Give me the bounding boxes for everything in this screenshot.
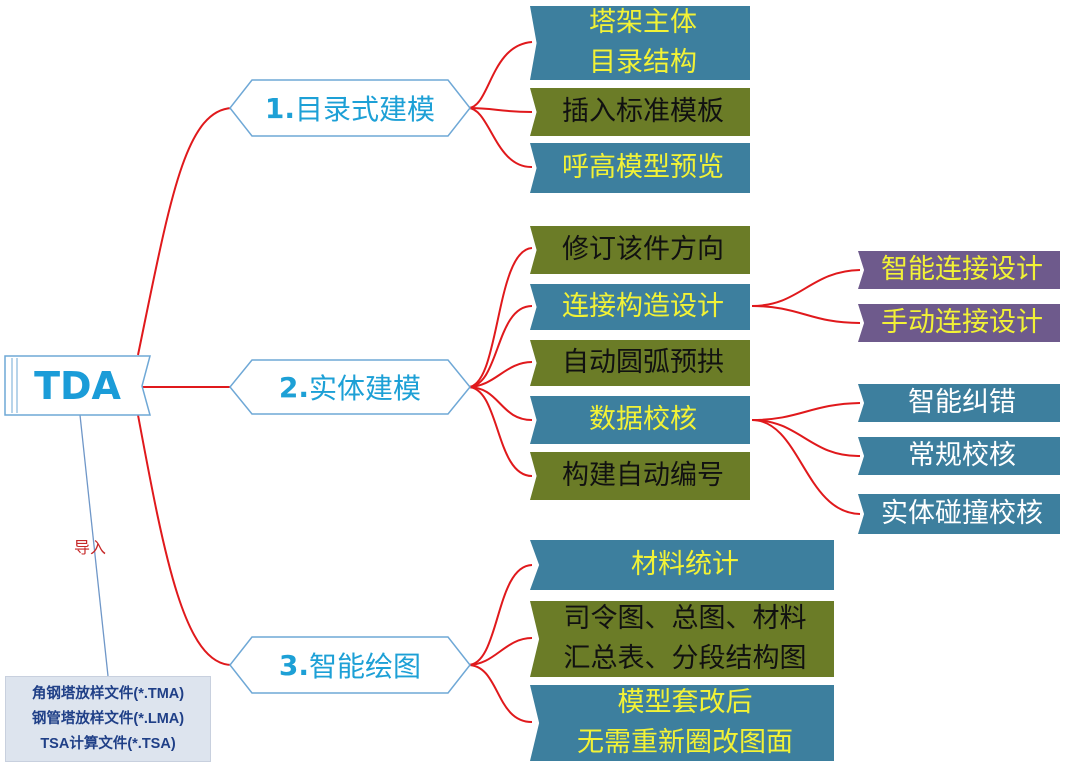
- branch-node-3[interactable]: 3.智能绘图: [235, 637, 465, 693]
- branch-num: 2.: [278, 370, 310, 404]
- branch1-hex-shape: [229, 79, 471, 137]
- topic-insert-template[interactable]: 插入标准模板: [530, 88, 750, 136]
- import-file-tsa: TSA计算文件(*.TSA): [40, 735, 176, 752]
- topic-auto-numbering[interactable]: 构建自动编号: [530, 452, 750, 500]
- import-label: 导入: [74, 538, 107, 557]
- import-file-tma: 角钢塔放样文件(*.TMA): [31, 685, 185, 702]
- subtopic-label: 实体碰撞校核: [881, 498, 1043, 529]
- root-node-shape: [4, 355, 151, 416]
- branch-num: 1.: [264, 91, 296, 125]
- branch-node-2[interactable]: 2.实体建模: [235, 360, 465, 414]
- subtopic-label: 智能连接设计: [881, 254, 1043, 285]
- root-node[interactable]: TDA: [20, 356, 135, 415]
- topic-drawings-list[interactable]: 司令图、总图、材料 汇总表、分段结构图: [530, 601, 834, 677]
- topic-label: 自动圆弧预拱: [562, 347, 724, 378]
- topic-line: 目录结构: [589, 47, 697, 78]
- topic-label: 材料统计: [631, 549, 739, 580]
- topic-line: 司令图、总图、材料: [563, 603, 807, 634]
- subtopic-smart-correction[interactable]: 智能纠错: [858, 384, 1060, 422]
- subtopic-smart-connection[interactable]: 智能连接设计: [858, 251, 1060, 289]
- topic-label: 构建自动编号: [562, 460, 724, 491]
- topic-material-stats[interactable]: 材料统计: [530, 540, 834, 590]
- topic-line: 塔架主体: [589, 7, 697, 38]
- branch-label: 实体建模: [309, 372, 422, 405]
- subtopic-collision-check[interactable]: 实体碰撞校核: [858, 494, 1060, 534]
- topic-label: 呼高模型预览: [562, 152, 724, 183]
- topic-label: 连接构造设计: [562, 291, 724, 322]
- subtopic-label: 智能纠错: [908, 387, 1016, 418]
- topic-model-revision[interactable]: 模型套改后 无需重新圈改图面: [530, 685, 834, 761]
- topic-label: 修订该件方向: [562, 234, 724, 265]
- branch-label: 目录式建模: [295, 93, 436, 126]
- subtopic-manual-connection[interactable]: 手动连接设计: [858, 304, 1060, 342]
- root-label: TDA: [34, 363, 121, 408]
- topic-tower-directory[interactable]: 塔架主体 目录结构: [530, 6, 750, 80]
- branch3-hex-shape: [229, 636, 471, 694]
- topic-height-preview[interactable]: 呼高模型预览: [530, 143, 750, 193]
- topic-connection-design[interactable]: 连接构造设计: [530, 284, 750, 330]
- import-files-box[interactable]: 角钢塔放样文件(*.TMA) 钢管塔放样文件(*.LMA) TSA计算文件(*.…: [5, 676, 211, 762]
- subtopic-regular-check[interactable]: 常规校核: [858, 437, 1060, 475]
- topic-line: 模型套改后: [617, 687, 753, 718]
- topic-label: 插入标准模板: [562, 96, 724, 127]
- subtopic-label: 手动连接设计: [881, 307, 1043, 338]
- branch-node-1[interactable]: 1.目录式建模: [235, 80, 465, 136]
- topic-auto-arc[interactable]: 自动圆弧预拱: [530, 340, 750, 386]
- branch2-hex-shape: [229, 359, 471, 415]
- branch-label: 智能绘图: [309, 650, 422, 683]
- subtopic-label: 常规校核: [908, 440, 1016, 471]
- topic-label: 数据校核: [589, 404, 697, 435]
- branch-num: 3.: [278, 648, 310, 682]
- topic-line: 汇总表、分段结构图: [563, 643, 807, 674]
- topic-revise-direction[interactable]: 修订该件方向: [530, 226, 750, 274]
- topic-data-check[interactable]: 数据校核: [530, 396, 750, 444]
- topic-line: 无需重新圈改图面: [577, 727, 793, 758]
- import-file-lma: 钢管塔放样文件(*.LMA): [31, 710, 185, 727]
